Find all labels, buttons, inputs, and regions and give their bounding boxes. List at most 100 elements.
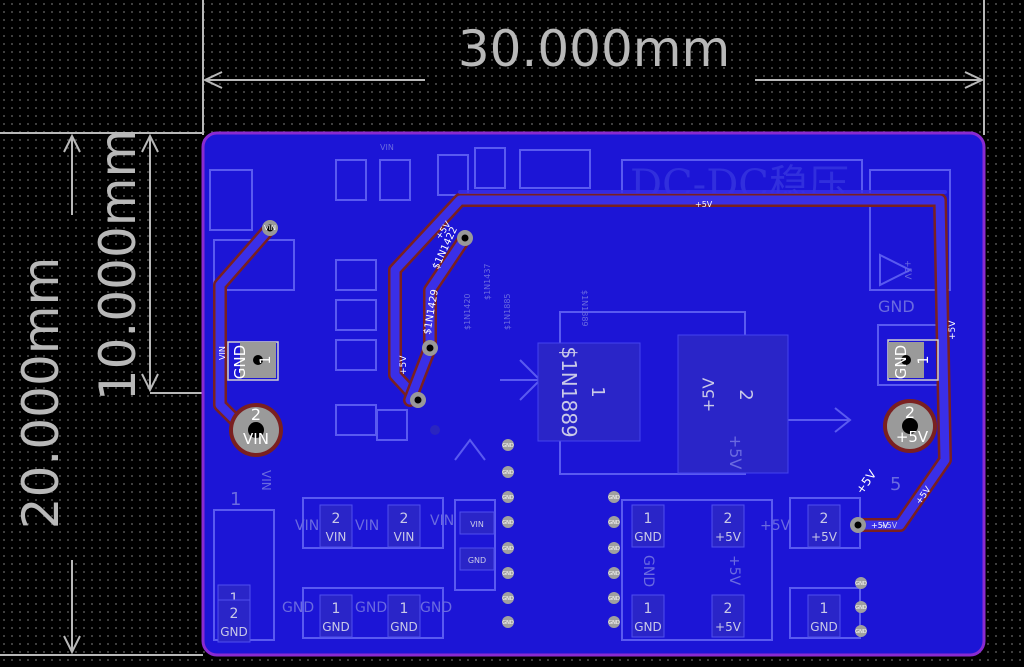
bottom-pad-num: 1	[332, 601, 341, 617]
plus5v-row: +5V	[760, 518, 791, 534]
bottom-pad-net: GND	[634, 620, 662, 634]
connector-right-pin2-num: 2	[905, 403, 915, 422]
net-label-trace-c: $1N1420	[463, 293, 472, 330]
gnd-via: GND	[608, 616, 620, 628]
bottom-pad-num: 2	[400, 511, 409, 527]
gnd-via-label: GND	[502, 470, 514, 476]
dimension-height-inner	[141, 133, 203, 394]
dimension-height-inner-label: 10.000mm	[89, 129, 147, 401]
regulator-ref: $1N1889	[557, 346, 581, 437]
vin-top: VIN	[380, 143, 394, 152]
bottom-pad-net: VIN	[326, 530, 347, 544]
gnd-via: GND	[855, 601, 867, 613]
bottom-pad-num: 1	[230, 591, 239, 607]
bottom-pad-num: 2	[332, 511, 341, 527]
bottom-pad-num: 1	[644, 511, 653, 527]
gnd-via-label: GND	[608, 520, 620, 526]
vias	[262, 220, 866, 533]
bottom-pad: 2+5V	[711, 594, 745, 638]
connector-left-pin2-label: VIN	[243, 430, 269, 448]
bottom-pad-net: GND	[390, 620, 418, 634]
gnd-via: GND	[502, 542, 514, 554]
vin-left2: VIN	[259, 470, 273, 491]
dimension-width-label: 30.000mm	[458, 20, 730, 78]
connector-right-pin2-label: +5V	[896, 428, 929, 446]
vin-row-a: VIN	[295, 518, 319, 534]
regulator-ref-small: $1N1889	[580, 290, 589, 327]
gnd-row-c: GND	[420, 600, 452, 616]
bottom-pad-net: GND	[322, 620, 350, 634]
gnd-via: GND	[502, 616, 514, 628]
gnd-via-label: GND	[608, 546, 620, 552]
bottom-pad-net: GND	[220, 625, 248, 639]
connector-left-pin1-num: 1	[258, 356, 274, 365]
bottom-pad-num: 2	[230, 606, 239, 622]
gnd-mid: GND	[640, 555, 656, 587]
side-num-1: 1	[230, 489, 241, 510]
net-label-trace-d: $1N1437	[483, 263, 492, 300]
gnd-via: GND	[502, 516, 514, 528]
small-pads	[459, 511, 495, 571]
traces	[213, 190, 952, 532]
connector-right-pin1-num: 1	[916, 356, 932, 365]
gnd-via: GND	[855, 577, 867, 589]
small-pad-gnd: GND	[468, 556, 486, 565]
plus5v-row-b: +5V	[726, 555, 742, 586]
gnd-via-label: GND	[608, 596, 620, 602]
vin-row-c: VIN	[430, 513, 454, 529]
bottom-pad-net: VIN	[394, 530, 415, 544]
gnd-right: GND	[878, 297, 915, 316]
net-label-5v-a: +5V	[399, 355, 409, 375]
gnd-via-label: GND	[502, 571, 514, 577]
small-pad-vin: VIN	[470, 520, 484, 529]
gnd-via: GND	[608, 592, 620, 604]
gnd-via-label: GND	[502, 443, 514, 449]
gnd-via-label: GND	[502, 546, 514, 552]
bottom-pad-num: 2	[820, 511, 829, 527]
gnd-via-label: GND	[855, 581, 867, 587]
gnd-via: GND	[502, 466, 514, 478]
bottom-pad-num: 2	[724, 511, 733, 527]
gnd-row-b: GND	[355, 600, 387, 616]
bottom-pads: 1GND2VIN2VIN1GND1GND2GND1GND2+5V2+5V1GND…	[217, 504, 841, 643]
regulator-pin2-net: +5V	[699, 378, 718, 413]
gnd-via: GND	[502, 592, 514, 604]
dimension-height-outer-label: 20.000mm	[12, 257, 70, 529]
regulator-pin2: 2	[735, 389, 756, 400]
connector-left[interactable]	[227, 341, 283, 457]
gnd-via-label: GND	[502, 495, 514, 501]
gnd-row-a: GND	[282, 600, 314, 616]
gnd-via-grid: GND GND GND GND GND GND GND GND GND GND GND GND GND G…	[502, 439, 867, 637]
gnd-via: GND	[608, 542, 620, 554]
bottom-pad-net: +5V	[811, 530, 838, 544]
gnd-via: GND	[502, 439, 514, 451]
gnd-via-label: GND	[855, 605, 867, 611]
gnd-via: GND	[608, 491, 620, 503]
bottom-pad-num: 1	[400, 601, 409, 617]
gnd-via: GND	[608, 567, 620, 579]
bottom-pad-num: 1	[644, 601, 653, 617]
gnd-via-label: GND	[608, 495, 620, 501]
dimension-width	[202, 0, 985, 135]
bottom-pad-net: +5V	[715, 620, 742, 634]
small-pad-5v: +5V	[880, 521, 898, 530]
connector-right[interactable]	[883, 339, 939, 453]
gnd-via-label: GND	[502, 620, 514, 626]
net-label-trace-e: $1N1885	[503, 293, 512, 330]
connector-left-pin1-label: GND	[231, 345, 249, 379]
side-num-5: 5	[890, 474, 901, 495]
gnd-via: GND	[502, 491, 514, 503]
gnd-via: GND	[502, 567, 514, 579]
gnd-via-label: GND	[502, 520, 514, 526]
regulator-ic[interactable]	[537, 334, 789, 474]
bottom-pad-net: GND	[634, 530, 662, 544]
gnd-via: GND	[608, 516, 620, 528]
bottom-pad-num: 1	[820, 601, 829, 617]
regulator-pin1: 1	[587, 386, 608, 397]
